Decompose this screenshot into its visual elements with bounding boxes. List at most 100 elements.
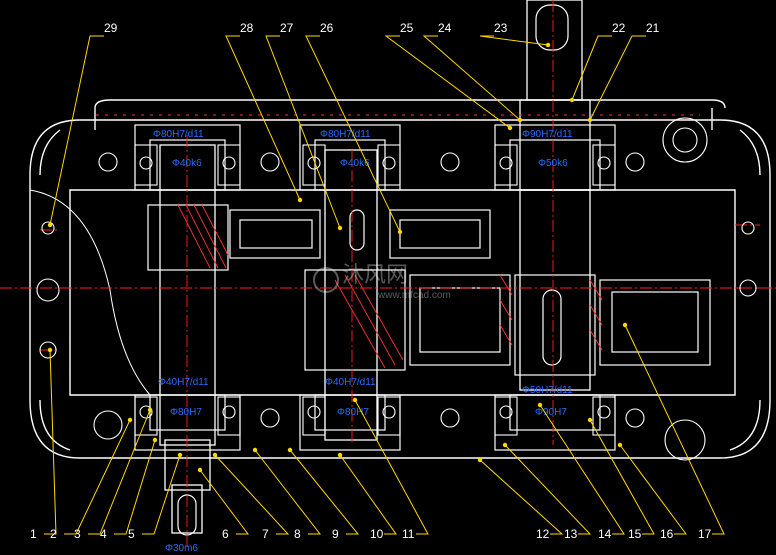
leader-dot xyxy=(197,467,203,473)
watermark: 沐风网 www.mfcad.com xyxy=(313,262,451,301)
leader-dot xyxy=(297,197,303,203)
part-label: 23 xyxy=(494,21,508,35)
leader-line xyxy=(479,35,549,46)
leader-dot xyxy=(517,117,523,123)
leader-dot xyxy=(147,407,153,413)
dim-text: Φ40H7/d11 xyxy=(325,377,376,388)
dim-text: Φ50k6 xyxy=(538,158,568,169)
part-label: 15 xyxy=(628,527,642,541)
leader-line xyxy=(422,35,521,121)
leader-line xyxy=(88,409,151,535)
part-label: 28 xyxy=(240,21,254,35)
leader-line xyxy=(479,459,564,535)
part-label: 1 xyxy=(30,527,37,541)
part-label: 24 xyxy=(438,21,452,35)
section-hatching xyxy=(96,114,700,369)
leader-line xyxy=(504,444,592,535)
part-label: 29 xyxy=(104,21,118,35)
leader-dot xyxy=(212,452,218,458)
leader-line xyxy=(289,449,360,535)
leader-line xyxy=(44,349,57,535)
leader-line xyxy=(114,439,156,535)
part-label: 17 xyxy=(698,527,712,541)
leader-dot xyxy=(502,442,508,448)
dim-text: Φ50H7/d11 xyxy=(522,385,573,396)
leader-dot xyxy=(545,42,551,48)
leader-line xyxy=(265,35,341,229)
dim-text: Φ40k6 xyxy=(340,158,370,169)
part-label: 14 xyxy=(598,527,612,541)
leader-dot xyxy=(477,457,483,463)
leader-dot xyxy=(287,447,293,453)
leader-line xyxy=(589,35,646,121)
dim-text: Φ80H7/d11 xyxy=(320,129,371,140)
leader-line xyxy=(589,419,655,535)
part-label: 2 xyxy=(50,527,57,541)
leader-line xyxy=(571,35,612,101)
leader-dot xyxy=(617,442,623,448)
part-label: 12 xyxy=(536,527,550,541)
leader-lines xyxy=(44,35,725,535)
leader-line xyxy=(199,469,249,535)
leader-line xyxy=(619,444,687,535)
leader-line xyxy=(539,404,625,535)
part-label: 9 xyxy=(332,527,339,541)
leader-dot xyxy=(152,437,158,443)
leader-dot xyxy=(569,97,575,103)
leader-dot xyxy=(47,347,53,353)
part-label: 13 xyxy=(564,527,578,541)
part-label: 25 xyxy=(400,21,414,35)
leader-dot xyxy=(252,447,258,453)
gears xyxy=(147,4,711,536)
leader-line xyxy=(305,35,401,233)
dimension-texts: Φ80H7/d11 Φ40k6 Φ80H7/d11 Φ40k6 Φ90H7/d1… xyxy=(153,129,573,554)
dim-text: Φ80H7 xyxy=(337,407,369,418)
part-label: 21 xyxy=(646,21,660,35)
leader-dot xyxy=(177,452,183,458)
part-label: 26 xyxy=(320,21,334,35)
dim-text: Φ40H7/d11 xyxy=(158,377,209,388)
leader-line xyxy=(254,449,322,535)
part-label: 3 xyxy=(74,527,81,541)
leader-line xyxy=(225,35,301,201)
dim-text: Φ80H7/d11 xyxy=(153,129,204,140)
leader-line xyxy=(214,454,290,535)
watermark-text: 沐风网 xyxy=(342,262,408,287)
part-label: 22 xyxy=(612,21,626,35)
leader-dot xyxy=(537,402,543,408)
part-label: 6 xyxy=(222,527,229,541)
part-label: 4 xyxy=(100,527,107,541)
leader-line xyxy=(384,35,511,129)
part-label: 7 xyxy=(262,527,269,541)
part-label: 5 xyxy=(128,527,135,541)
leader-line xyxy=(339,454,397,535)
bearings xyxy=(134,144,616,436)
dim-text: Φ40k6 xyxy=(172,158,202,169)
leader-dot xyxy=(397,229,403,235)
leader-dot xyxy=(587,117,593,123)
bolts xyxy=(36,117,757,461)
leader-line xyxy=(64,419,131,535)
part-label: 10 xyxy=(370,527,384,541)
leader-dot xyxy=(622,322,628,328)
part-label: 11 xyxy=(402,527,415,541)
leader-line xyxy=(49,35,104,226)
watermark-url: www.mfcad.com xyxy=(377,290,451,301)
leader-dot xyxy=(337,225,343,231)
dim-text: Φ90H7/d11 xyxy=(522,129,573,140)
leader-dot xyxy=(337,452,343,458)
part-label: 27 xyxy=(280,21,294,35)
leader-dot xyxy=(507,125,513,131)
part-label: 8 xyxy=(294,527,301,541)
leader-line xyxy=(354,399,429,535)
dim-text: Φ80H7 xyxy=(170,407,202,418)
shafts xyxy=(159,0,591,534)
leader-dot xyxy=(47,222,53,228)
leader-dot xyxy=(352,397,358,403)
leader-line xyxy=(142,454,181,535)
part-label: 16 xyxy=(660,527,674,541)
dim-text: Φ30m6 xyxy=(165,543,198,554)
